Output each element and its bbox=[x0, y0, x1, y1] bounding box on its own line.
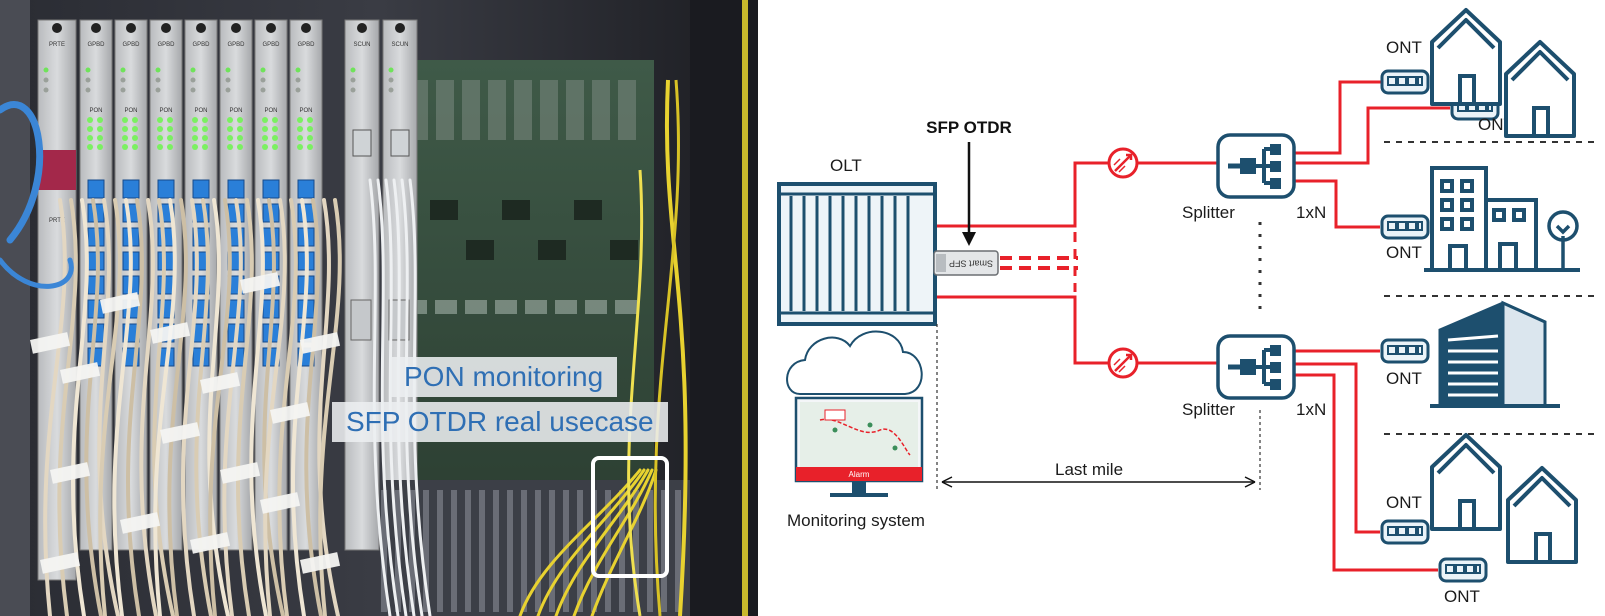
ont-label-6: ONT bbox=[1444, 587, 1480, 606]
slot-tag: PON bbox=[124, 108, 137, 114]
fiber-s2-house4 bbox=[1294, 373, 1438, 572]
otdr-reflector-icon bbox=[1107, 347, 1139, 379]
skyscraper-icon bbox=[1430, 300, 1560, 408]
smart-sfp-module: Smart SFP bbox=[933, 250, 999, 276]
splitter-label-2: Splitter bbox=[1182, 400, 1235, 419]
house-icon bbox=[1504, 40, 1576, 138]
card-label: GPBD bbox=[157, 42, 175, 48]
olt-label: OLT bbox=[830, 156, 862, 175]
slot-tag: PON bbox=[159, 108, 172, 114]
card-label: GPBD bbox=[297, 42, 315, 48]
fiber-olt-lower bbox=[937, 295, 1108, 365]
alarm-text: Alarm bbox=[849, 470, 870, 479]
sfp-highlight-box bbox=[591, 456, 669, 578]
fiber-s2-house3 bbox=[1294, 362, 1380, 534]
tree-icon bbox=[1547, 210, 1579, 270]
splitter-icon bbox=[1218, 135, 1294, 197]
splitter-label-1: Splitter bbox=[1182, 203, 1235, 222]
sfp-otdr-label: SFP OTDR bbox=[926, 118, 1012, 137]
office-building-icon bbox=[1424, 166, 1580, 272]
card-label: SCUN bbox=[391, 42, 408, 48]
ont-icon bbox=[1380, 519, 1430, 545]
slot-tag: PON bbox=[194, 108, 207, 114]
ratio-label-2: 1xN bbox=[1296, 400, 1326, 419]
house-icon bbox=[1430, 8, 1502, 106]
olt-chassis bbox=[777, 182, 937, 326]
house-icon bbox=[1430, 433, 1502, 531]
slot-tag: PON bbox=[299, 108, 312, 114]
house-icon bbox=[1506, 466, 1578, 564]
photo-caption-line2: SFP OTDR real usecase bbox=[332, 402, 668, 442]
ont-label-1: ONT bbox=[1386, 38, 1422, 57]
card-label: GPBD bbox=[192, 42, 210, 48]
ont-icon bbox=[1380, 338, 1430, 364]
otdr-reflector-icon bbox=[1107, 147, 1139, 179]
slot-tag: PON bbox=[264, 108, 277, 114]
sfp-module-text: Smart SFP bbox=[949, 259, 993, 269]
slot-tag: PON bbox=[229, 108, 242, 114]
card-label: GPBD bbox=[262, 42, 280, 48]
ont-icon bbox=[1438, 557, 1488, 583]
card-label: GPBD bbox=[87, 42, 105, 48]
ratio-label-1: 1xN bbox=[1296, 203, 1326, 222]
cloud-icon bbox=[786, 330, 923, 395]
ont-label-3: ONT bbox=[1386, 243, 1422, 262]
fiber-olt-upper bbox=[937, 161, 1108, 228]
card-label: GPBD bbox=[122, 42, 140, 48]
card-label: PRTE bbox=[49, 42, 65, 48]
fiber-s1-house1 bbox=[1294, 80, 1382, 155]
monitoring-system-label: Monitoring system bbox=[787, 511, 925, 530]
fiber-s1-office bbox=[1294, 179, 1380, 229]
ont-icon bbox=[1380, 214, 1430, 240]
card-label: SCUN bbox=[353, 42, 370, 48]
ont-icon bbox=[1380, 69, 1430, 95]
monitor-icon: Alarm bbox=[794, 396, 924, 497]
fiber-s1-house2 bbox=[1294, 106, 1450, 165]
slot-tag: PON bbox=[89, 108, 102, 114]
splitter-icon bbox=[1218, 336, 1294, 398]
card-label-lower: PRTE bbox=[49, 218, 65, 224]
card-label: GPBD bbox=[227, 42, 245, 48]
ont-label-4: ONT bbox=[1386, 369, 1422, 388]
photo-caption-line1: PON monitoring bbox=[390, 357, 618, 397]
olt-rack-photo: PRTE GPBD PON GPBD PON GPBD PON GPBD PON GPBD PON G… bbox=[0, 0, 758, 616]
ont-label-5: ONT bbox=[1386, 493, 1422, 512]
fiber-links bbox=[937, 80, 1450, 572]
last-mile-label: Last mile bbox=[1055, 460, 1123, 479]
